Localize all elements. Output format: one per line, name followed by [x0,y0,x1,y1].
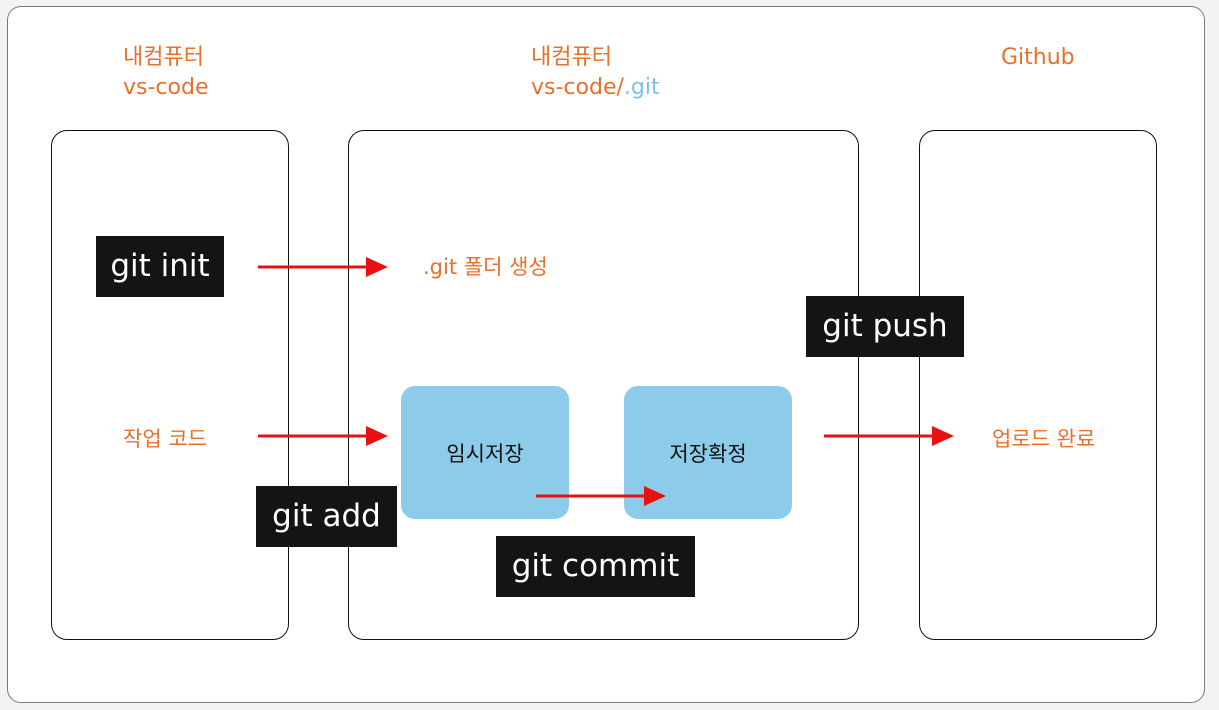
upload-done-label: 업로드 완료 [992,427,1096,451]
arrow-push [824,426,954,446]
git-init-label: git init [96,236,224,297]
local-workspace-box [51,130,289,640]
arrow-init [258,257,388,277]
middle-title-path: vs-code/ [531,75,624,100]
left-title-line2: vs-code [123,75,209,100]
git-folder-label: .git 폴더 생성 [423,255,548,279]
staging-label: 임시저장 [446,441,524,466]
right-title-line1: Github [1001,45,1075,70]
github-box [919,130,1157,640]
git-push-label: git push [806,296,964,357]
middle-title-line2: vs-code/.git [531,73,660,103]
arrow-add [258,426,388,446]
committed-label: 저장확정 [669,441,747,466]
right-column-title: Github [1001,43,1075,73]
git-add-label: git add [256,486,397,547]
middle-title-git: .git [623,75,660,100]
work-code-label: 작업 코드 [123,427,207,451]
middle-title-line1: 내컴퓨터 [531,45,612,70]
arrow-commit [536,486,666,506]
left-column-title: 내컴퓨터 vs-code [123,43,208,103]
middle-column-title: 내컴퓨터 vs-code/.git [531,43,660,103]
left-title-line1: 내컴퓨터 [123,45,204,70]
git-commit-label: git commit [496,536,695,597]
